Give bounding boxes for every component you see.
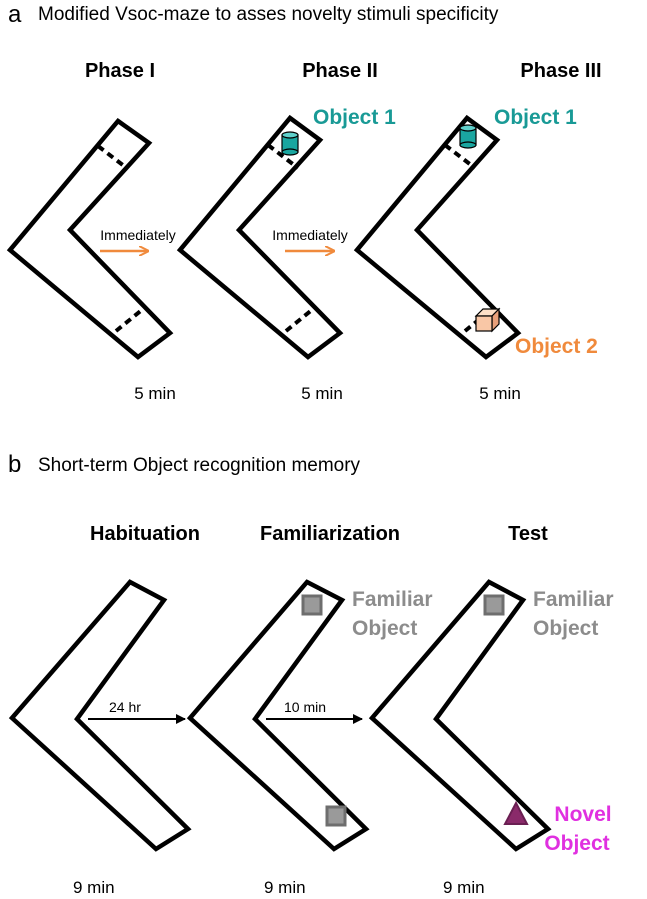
- familiarization-time: 9 min: [264, 878, 306, 897]
- panel-b-title: Short-term Object recognition memory: [38, 455, 361, 476]
- arrow-1-label: Immediately: [100, 227, 175, 243]
- novel-label-line2: Object: [544, 832, 609, 855]
- familiar-label-line1: Familiar: [533, 588, 614, 611]
- familiar-object-square-icon: [301, 594, 323, 616]
- phase-3-label: Phase III: [520, 60, 601, 82]
- phase-2-label: Phase II: [302, 60, 378, 82]
- familiar-label-line1: Familiar: [352, 588, 433, 611]
- object-1-label-phase-2: Object 1: [313, 106, 396, 129]
- cylinder-object-icon: [459, 124, 477, 149]
- familiar-label-line2: Object: [352, 617, 417, 640]
- habituation-label: Habituation: [90, 523, 200, 545]
- panel-b-letter: b: [8, 451, 21, 478]
- phase-2-time: 5 min: [301, 384, 343, 403]
- familiar-label-line2: Object: [533, 617, 598, 640]
- panel-a: a Modified Vsoc-maze to asses novelty st…: [6, 1, 602, 403]
- habituation-time: 9 min: [73, 878, 115, 897]
- maze-phase-2: [176, 114, 344, 360]
- arrow-2-label: Immediately: [272, 227, 347, 243]
- arrow-24hr: 24 hr: [88, 699, 186, 724]
- phase-1-time: 5 min: [134, 384, 176, 403]
- phase-3-time: 5 min: [479, 384, 521, 403]
- panel-a-title: Modified Vsoc-maze to asses novelty stim…: [38, 4, 499, 25]
- arrow-10min-label: 10 min: [284, 699, 326, 715]
- novel-label-line1: Novel: [554, 803, 611, 826]
- immediately-arrow-2: Immediately: [272, 227, 348, 251]
- maze-test: [368, 579, 552, 852]
- familiarization-label: Familiarization: [260, 523, 400, 545]
- arrow-24hr-label: 24 hr: [109, 699, 141, 715]
- cylinder-object-icon: [281, 131, 299, 156]
- phase-1-label: Phase I: [85, 60, 155, 82]
- test-label: Test: [508, 523, 548, 545]
- familiar-object-square-icon: [483, 594, 505, 616]
- panel-b: b Short-term Object recognition memory H…: [8, 451, 614, 897]
- arrow-10min: 10 min: [266, 699, 363, 724]
- object-2-label: Object 2: [515, 335, 598, 358]
- novel-object-triangle-icon: [503, 800, 529, 825]
- maze-phase-1: [6, 117, 174, 360]
- familiar-object-square-icon: [325, 805, 347, 827]
- cube-object-icon: [474, 307, 501, 333]
- maze-habituation: [8, 579, 192, 852]
- maze-familiarization: [186, 579, 370, 852]
- test-time: 9 min: [443, 878, 485, 897]
- panel-a-letter: a: [8, 1, 22, 28]
- immediately-arrow-1: Immediately: [100, 227, 176, 251]
- object-1-label-phase-3: Object 1: [494, 106, 577, 129]
